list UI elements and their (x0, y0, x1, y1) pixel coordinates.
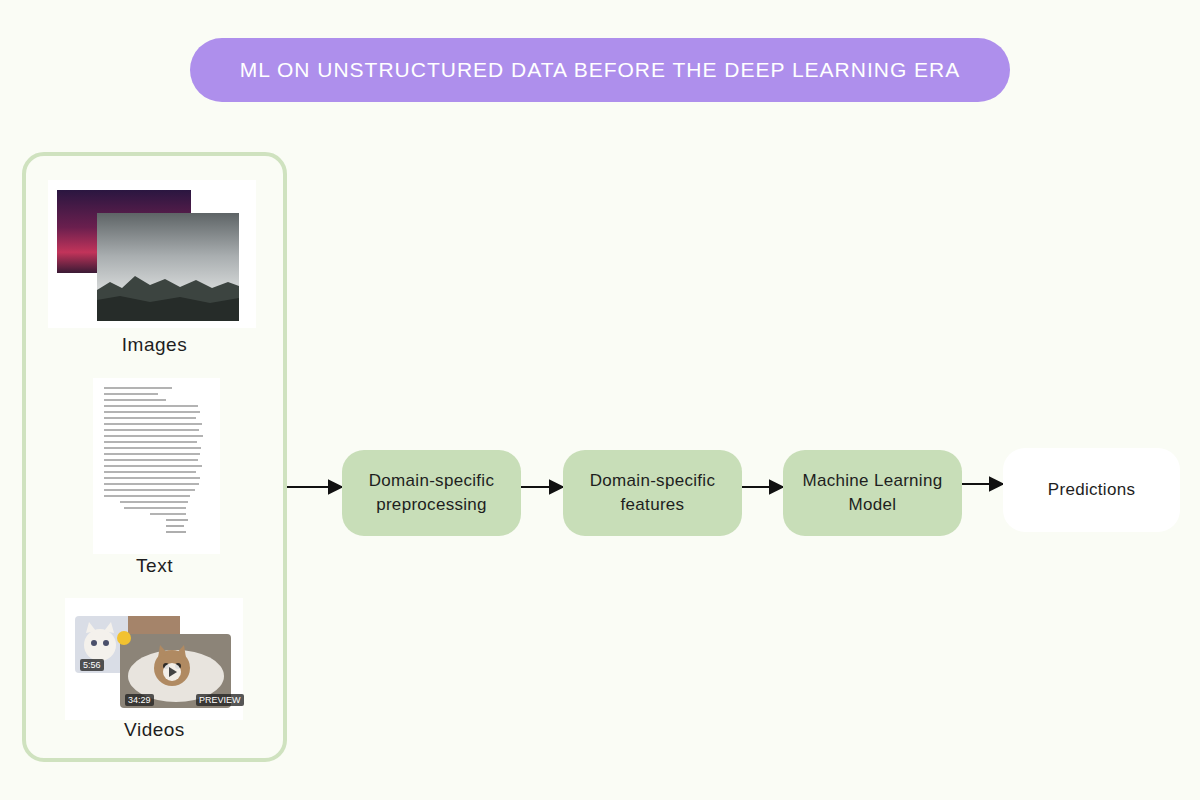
image-card (48, 180, 256, 328)
video-duration: PREVIEW (196, 694, 244, 706)
flow-arrow (287, 486, 342, 488)
input-label: Images (26, 334, 283, 356)
video-card (65, 598, 243, 720)
text-lines (104, 388, 203, 532)
treeline (97, 276, 239, 321)
flow-arrow (742, 486, 783, 488)
title-pill: ML ON UNSTRUCTURED DATA BEFORE THE DEEP … (190, 38, 1010, 102)
input-label: Videos (26, 719, 283, 741)
output-box: Predictions (1003, 448, 1180, 532)
video-duration: 34:29 (125, 694, 154, 706)
box-label: Machine Learning Model (795, 469, 950, 517)
box-label: Predictions (1048, 478, 1135, 502)
process-box: Machine Learning Model (783, 450, 962, 536)
process-box: Domain-specific preprocessing (342, 450, 521, 536)
treeline (97, 296, 239, 321)
text-document (93, 378, 220, 554)
box-label: Domain-specific features (575, 469, 730, 517)
cat-face (84, 629, 116, 661)
input-group: ImagesTextVideos (22, 152, 287, 762)
misty-photo (97, 213, 239, 321)
flow-arrow (962, 483, 1003, 485)
video-thumbnail (128, 616, 180, 636)
video-duration: 5:56 (80, 659, 104, 671)
flow-arrow (521, 486, 563, 488)
play-icon (163, 663, 181, 681)
box-label: Domain-specific preprocessing (354, 469, 509, 517)
process-box: Domain-specific features (563, 450, 742, 536)
emoji-badge (117, 631, 131, 645)
input-label: Text (26, 555, 283, 577)
